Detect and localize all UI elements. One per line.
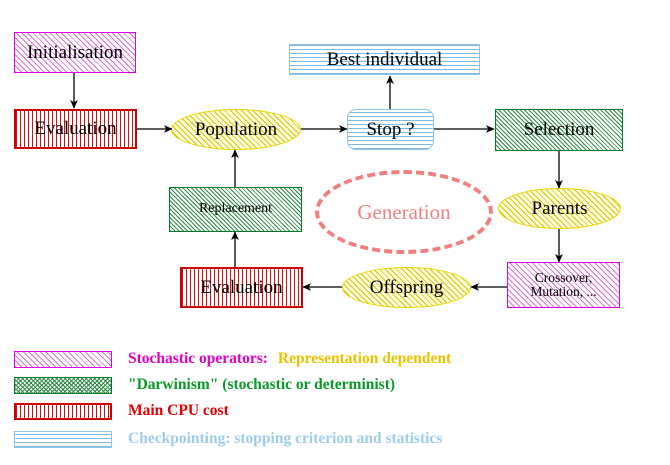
legend-row-checkpointing: Checkpointing: stopping criterion and st… — [0, 426, 670, 452]
node-population-label: Population — [194, 118, 278, 140]
node-offspring-label: Offspring — [369, 276, 444, 298]
node-stop-label: Stop ? — [366, 118, 415, 140]
node-replacement-label: Replacement — [198, 201, 273, 217]
node-evaluation-bottom[interactable]: Evaluation — [180, 267, 303, 308]
node-population[interactable]: Population — [171, 109, 301, 150]
legend-label-darwinism: "Darwinism" (stochastic or determinist) — [128, 376, 396, 393]
legend-row-stochastic-operators: Stochastic operators: Representation dep… — [0, 346, 670, 372]
node-offspring[interactable]: Offspring — [342, 267, 471, 308]
node-parents-label: Parents — [531, 197, 588, 219]
node-generation-annotation: Generation — [315, 170, 493, 254]
node-selection-label: Selection — [523, 119, 595, 141]
node-replacement[interactable]: Replacement — [169, 187, 302, 232]
legend-swatch-blue-horizontal-lines — [14, 430, 112, 448]
legend-swatch-red-vertical-lines — [14, 402, 112, 420]
legend-swatch-magenta-diagonal-hatch — [14, 350, 112, 368]
node-stop[interactable]: Stop ? — [347, 109, 434, 150]
node-variation[interactable]: Crossover, Mutation, ... — [507, 262, 620, 308]
legend-swatch-green-cross-hatch — [14, 376, 112, 394]
node-parents[interactable]: Parents — [498, 188, 621, 229]
node-variation-label-line1: Crossover, — [534, 269, 593, 285]
node-best-individual-label: Best individual — [326, 48, 443, 70]
node-selection[interactable]: Selection — [495, 109, 623, 151]
legend-label-representation-dependent: Representation dependent — [277, 350, 452, 367]
legend-row-main-cpu-cost: Main CPU cost — [0, 398, 670, 424]
legend-row-darwinism: "Darwinism" (stochastic or determinist) — [0, 372, 670, 398]
node-initialisation[interactable]: Initialisation — [14, 32, 136, 73]
node-initialisation-label: Initialisation — [26, 41, 124, 63]
node-variation-label-line2: Mutation, ... — [530, 284, 597, 299]
node-evaluation-bottom-label: Evaluation — [200, 276, 283, 298]
node-evaluation-top[interactable]: Evaluation — [14, 109, 137, 149]
node-generation-label: Generation — [357, 199, 451, 224]
node-evaluation-top-label: Evaluation — [34, 118, 117, 140]
legend-label-main-cpu-cost: Main CPU cost — [128, 402, 229, 419]
legend-label-checkpointing: Checkpointing: stopping criterion and st… — [128, 430, 443, 447]
legend-label-stochastic-operators: Stochastic operators: — [128, 350, 268, 367]
node-best-individual[interactable]: Best individual — [289, 44, 480, 75]
legend: Stochastic operators: Representation dep… — [0, 338, 670, 465]
